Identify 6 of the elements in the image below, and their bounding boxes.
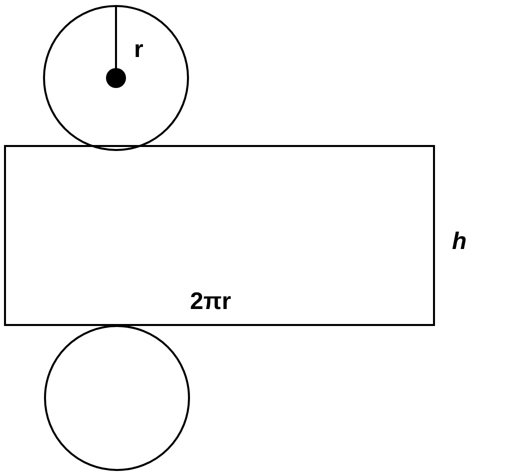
dimension-label: r — [134, 38, 144, 62]
circle-shape — [43, 5, 189, 151]
dimension-label: h — [452, 230, 467, 254]
rectangle-shape — [4, 145, 435, 326]
circle-shape — [44, 325, 190, 471]
dimension-label: 2πr — [190, 290, 232, 314]
